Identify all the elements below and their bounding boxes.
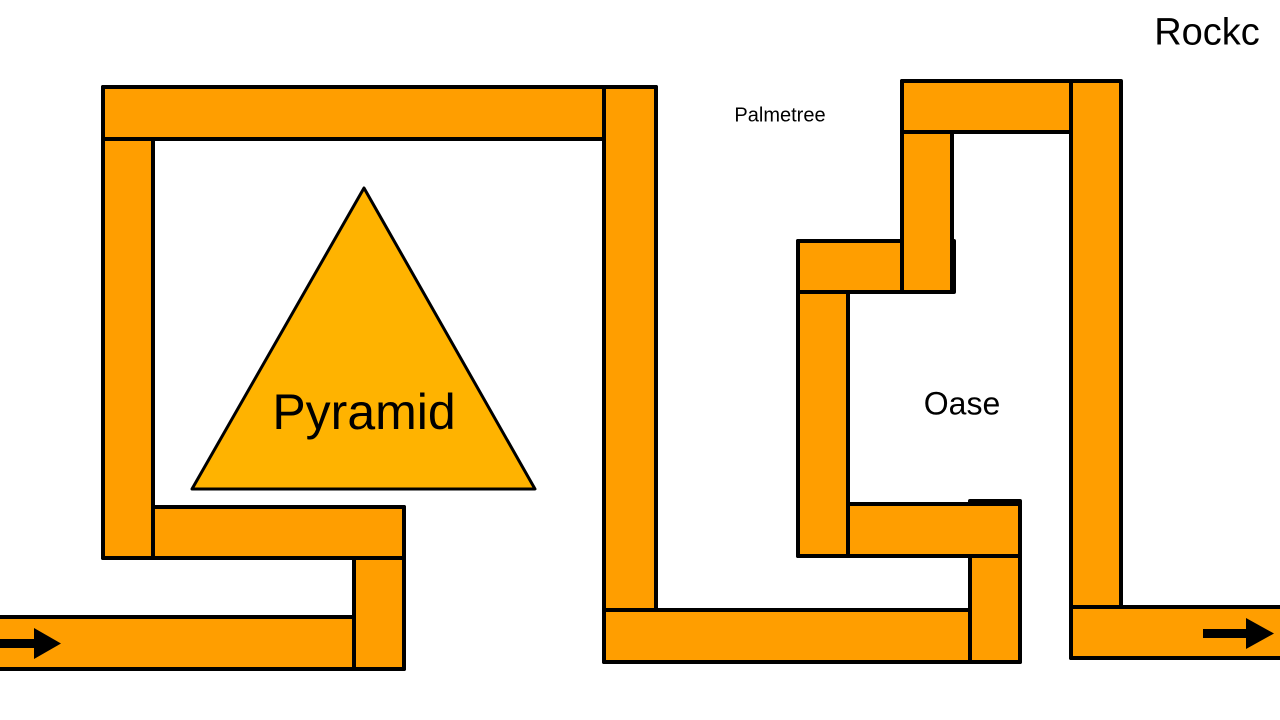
palmetree-label: Palmetree <box>734 104 826 127</box>
oase-label: Oase <box>923 385 1001 422</box>
path-segment-entry <box>0 615 406 671</box>
exit-arrow-icon <box>1203 618 1274 649</box>
entry-arrow-icon <box>0 628 61 659</box>
path-joints <box>105 83 1119 667</box>
maze-path <box>0 79 1280 671</box>
path-segment-bottom-link <box>602 608 1022 664</box>
path-segment-center-wall <box>602 85 658 664</box>
path-segment-top-wall <box>101 85 658 141</box>
pyramid-label: Pyramid <box>272 384 456 440</box>
rock-label: Rockc <box>1154 11 1260 54</box>
path-segment-left-wall <box>101 85 155 560</box>
pyramid-shape <box>190 186 537 491</box>
path-segment-right-wall <box>1069 79 1123 660</box>
